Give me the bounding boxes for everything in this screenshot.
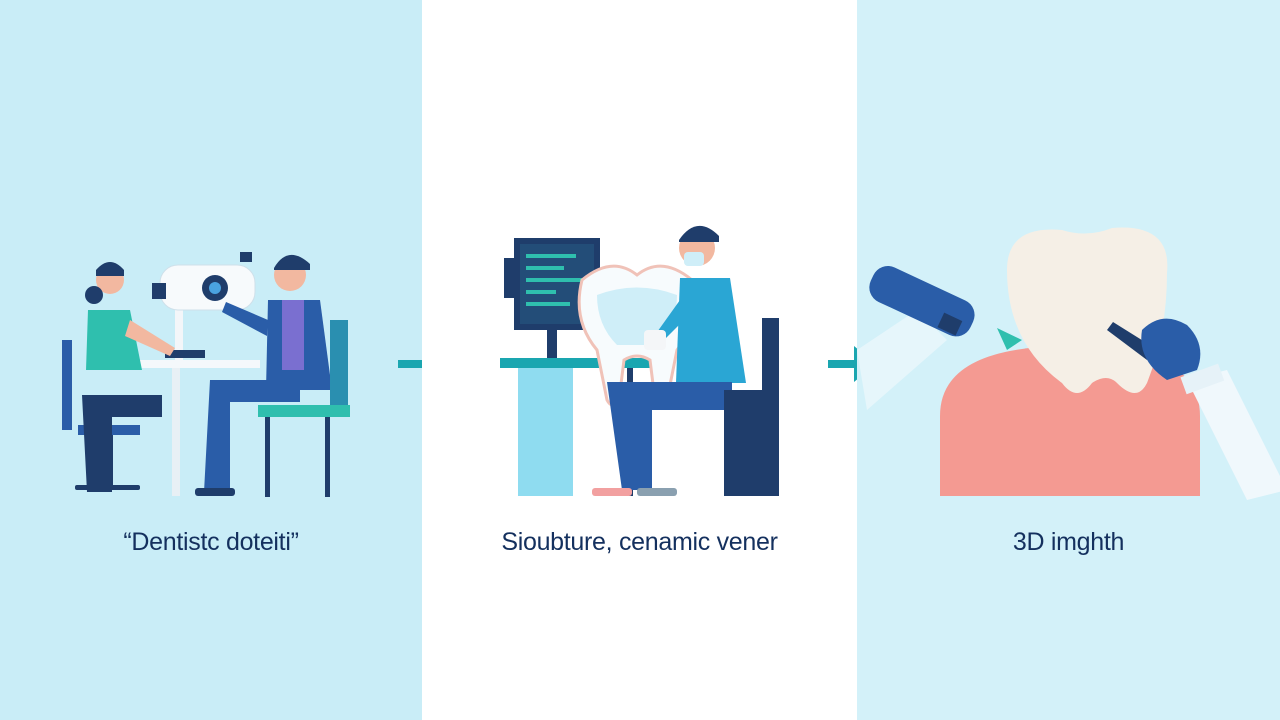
step-panel-design: Sioubture, cenamic vener (422, 0, 857, 720)
veneer-application-illustration (857, 227, 1280, 500)
consultation-illustration (62, 252, 350, 497)
step-caption-application: 3D imghth (1012, 528, 1125, 556)
step-caption-consultation: “Dentistc doteiti” (123, 528, 299, 556)
veneer-design-illustration (500, 225, 779, 496)
step-caption-design: Sioubture, cenamic vener (501, 528, 778, 556)
step-panel-consultation: “Dentistc doteiti” (0, 0, 422, 720)
step-panel-application: 3D imghth (857, 0, 1280, 720)
